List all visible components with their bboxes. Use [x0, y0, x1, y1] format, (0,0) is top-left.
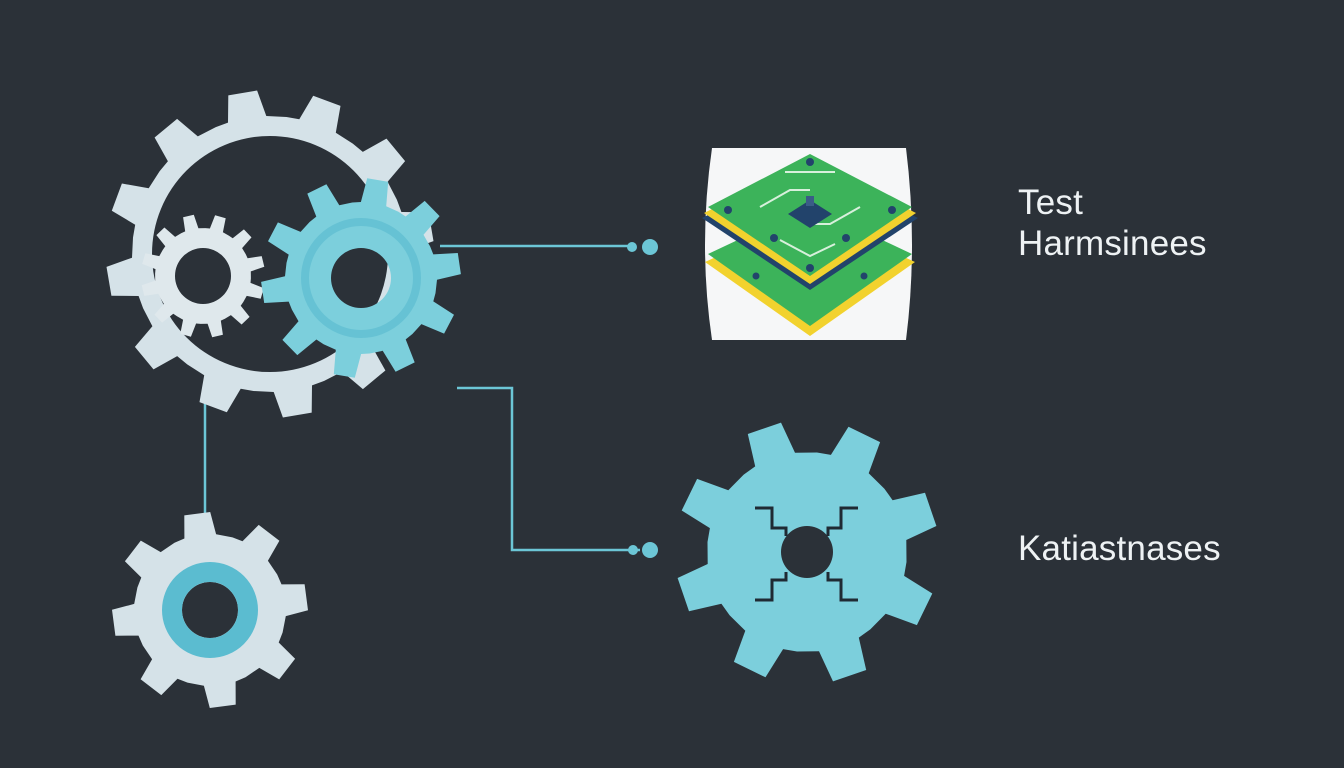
circuit-board-icon	[702, 148, 918, 340]
teal-gear-icon	[261, 178, 461, 378]
label-test-harmsinees: Test Harmsinees	[1018, 182, 1207, 265]
small-gear-icon	[141, 214, 265, 338]
connector-dot-top-small	[627, 242, 637, 252]
board-chip-post	[806, 196, 814, 206]
label-katiastnases: Katiastnases	[1018, 528, 1221, 569]
connector-dot-bottom-large	[642, 542, 658, 558]
connector-endpoints	[627, 239, 658, 558]
board-traces	[759, 171, 861, 258]
bottom-left-gear-icon	[112, 512, 308, 708]
connectors	[203, 244, 640, 552]
connector-dot-top-large	[642, 239, 658, 255]
board-chip	[788, 200, 832, 228]
connector-dot-bottom-small	[628, 545, 638, 555]
label-bottom-text: Katiastnases	[1018, 529, 1221, 568]
circuit-gear-icon	[677, 422, 937, 682]
circuit-traces	[755, 506, 858, 602]
board-pins	[724, 158, 896, 280]
connector-elbow-to-circuit-gear	[457, 386, 640, 552]
label-top-line2: Harmsinees	[1018, 224, 1207, 264]
label-top-line1: Test	[1018, 183, 1083, 222]
